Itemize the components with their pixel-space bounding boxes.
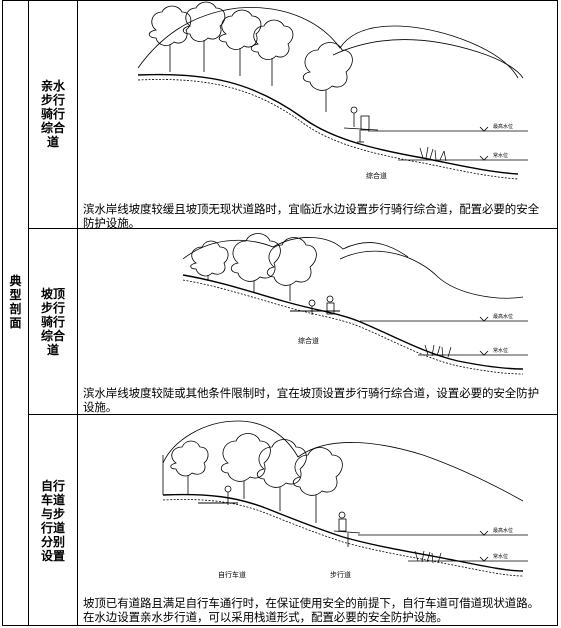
svg-text:自行车道: 自行车道 — [218, 570, 246, 579]
table-row-1: 亲水 步行 骑行 综合 道 — [29, 0, 558, 230]
row-name: 自行 车道 与步 行道 分别 设置 — [40, 478, 65, 563]
svg-text:最高水位: 最高水位 — [493, 527, 513, 534]
svg-text:最高水位: 最高水位 — [493, 123, 513, 130]
svg-text:步行道: 步行道 — [330, 570, 351, 579]
svg-text:综合道: 综合道 — [298, 336, 319, 345]
section-drawing-3: 最高水位 常水位 自行车道 步行道 — [162, 420, 528, 579]
row-name-cell: 自行 车道 与步 行道 分别 设置 — [29, 415, 78, 626]
category-column: 典 型 剖 面 — [2, 0, 29, 626]
row-content-cell: 最高水位 常水位 综合道 滨水岸线坡度较缓且坡顶无现状道路时，宜临近水边设置步行… — [78, 0, 558, 230]
row-name-cell: 亲水 步行 骑行 综合 道 — [29, 0, 78, 228]
svg-text:常水位: 常水位 — [493, 347, 508, 354]
row-description: 滨水岸线坡度较缓且坡顶无现状道路时，宜临近水边设置步行骑行综合道，配置必要的安全… — [83, 202, 539, 230]
row-description: 滨水岸线坡度较陡或其他条件限制时，宜在坡顶设置步行骑行综合道，设置必要的安全防护… — [83, 386, 539, 414]
section-drawing-2: 最高水位 常水位 综合道 — [182, 233, 528, 375]
table-row-2: 坡顶 步行 骑行 综合 道 — [29, 229, 558, 415]
row-name-cell: 坡顶 步行 骑行 综合 道 — [29, 229, 78, 414]
table-row-3: 自行 车道 与步 行道 分别 设置 — [29, 415, 558, 626]
svg-text:最高水位: 最高水位 — [493, 313, 513, 320]
row-name: 亲水 步行 骑行 综合 道 — [40, 79, 65, 149]
svg-text:常水位: 常水位 — [493, 553, 508, 560]
row-name: 坡顶 步行 骑行 综合 道 — [40, 286, 65, 357]
svg-text:常水位: 常水位 — [493, 152, 508, 159]
row-content-cell: 最高水位 常水位 综合道 滨水岸线坡度较陡或其他条件限制时，宜在坡顶设置步行骑行… — [78, 229, 558, 414]
category-label: 典 型 剖 面 — [9, 274, 22, 330]
row-content-cell: 最高水位 常水位 自行车道 步行道 坡顶已有道路且满足自行车通行时，在保证使用安… — [78, 415, 558, 626]
section-drawing-1: 最高水位 常水位 综合道 — [137, 1, 528, 180]
svg-text:综合道: 综合道 — [366, 171, 387, 180]
row-description: 坡顶已有道路且满足自行车通行时，在保证使用安全的前提下，自行车道可借道现状道路。… — [83, 596, 539, 624]
